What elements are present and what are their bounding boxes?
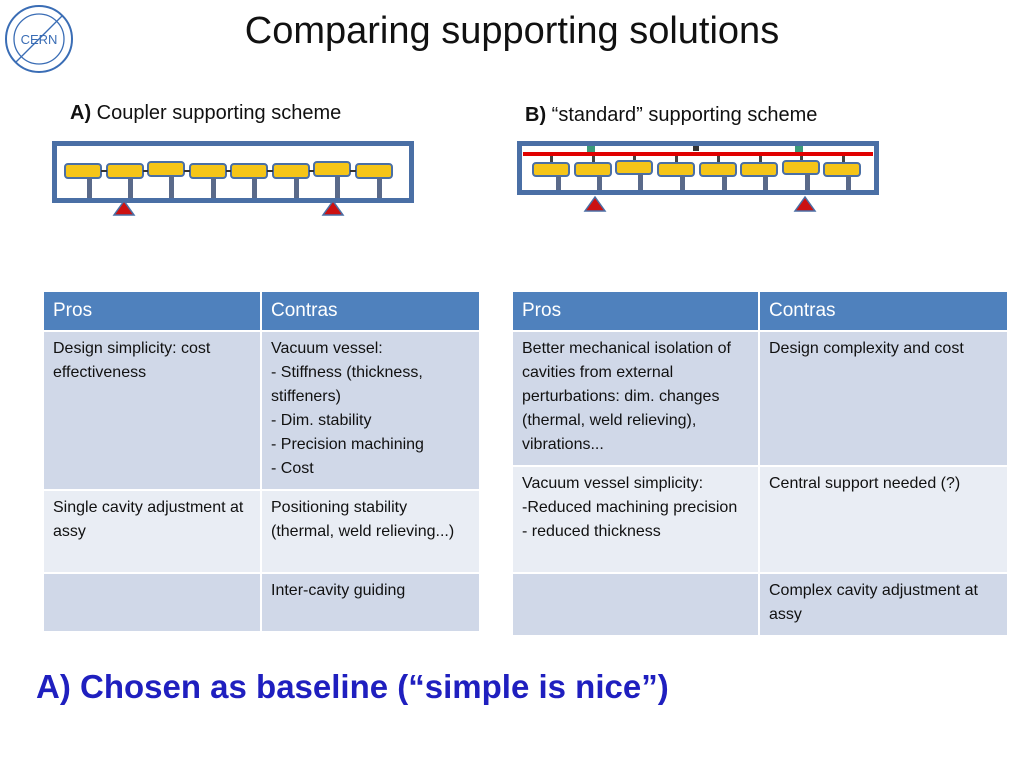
cern-logo-icon: CERN [5, 5, 73, 73]
table-a-cell: Vacuum vessel: - Stiffness (thickness, s… [260, 330, 481, 491]
logo-text: CERN [21, 32, 58, 47]
table-a: Pros Contras Design simplicity: cost eff… [42, 290, 481, 633]
scheme-a-caption: A) Coupler supporting scheme [70, 102, 341, 125]
table-b-cell: Central support needed (?) [758, 465, 1009, 574]
table-a-cell: Design simplicity: cost effectiveness [42, 330, 262, 491]
table-a-header-pros: Pros [42, 290, 262, 332]
table-a-cell: Single cavity adjustment at assy [42, 489, 262, 574]
triangle-support-icon [112, 199, 136, 216]
table-row: Single cavity adjustment at assy Positio… [42, 489, 481, 574]
table-b-cell: Design complexity and cost [758, 330, 1009, 467]
scheme-a-diagram [52, 141, 414, 216]
table-row: Vacuum vessel simplicity: -Reduced machi… [511, 465, 1009, 574]
table-a-cell [42, 572, 262, 633]
scheme-b-diagram [517, 141, 879, 212]
table-b-cell: Better mechanical isolation of cavities … [511, 330, 760, 467]
table-b-cell: Complex cavity adjustment at assy [758, 572, 1009, 637]
rail-bar [523, 152, 873, 156]
table-b-cell: Vacuum vessel simplicity: -Reduced machi… [511, 465, 760, 574]
table-a-header-contras: Contras [260, 290, 481, 332]
page-title: Comparing supporting solutions [244, 10, 780, 52]
scheme-a-text: Coupler supporting scheme [96, 102, 342, 124]
scheme-b-label: B) [525, 104, 547, 126]
scheme-b-text: “standard” supporting scheme [551, 104, 818, 126]
scheme-a-label: A) [70, 102, 92, 124]
scheme-b-cavities [532, 160, 861, 177]
table-a-cell: Positioning stability (thermal, weld rel… [260, 489, 481, 574]
triangle-support-icon [793, 195, 817, 212]
scheme-b-caption: B) “standard” supporting scheme [525, 104, 817, 127]
table-row: Inter-cavity guiding [42, 572, 481, 633]
table-b-cell [511, 572, 760, 637]
table-row: Complex cavity adjustment at assy [511, 572, 1009, 637]
table-b-header-pros: Pros [511, 290, 760, 332]
table-row: Design simplicity: cost effectiveness Va… [42, 330, 481, 491]
table-b: Pros Contras Better mechanical isolation… [511, 290, 1009, 637]
conclusion-text: A) Chosen as baseline (“simple is nice”) [36, 668, 669, 705]
table-b-header-contras: Contras [758, 290, 1009, 332]
triangle-support-icon [583, 195, 607, 212]
table-row: Better mechanical isolation of cavities … [511, 330, 1009, 467]
table-a-cell: Inter-cavity guiding [260, 572, 481, 633]
triangle-support-icon [321, 199, 345, 216]
